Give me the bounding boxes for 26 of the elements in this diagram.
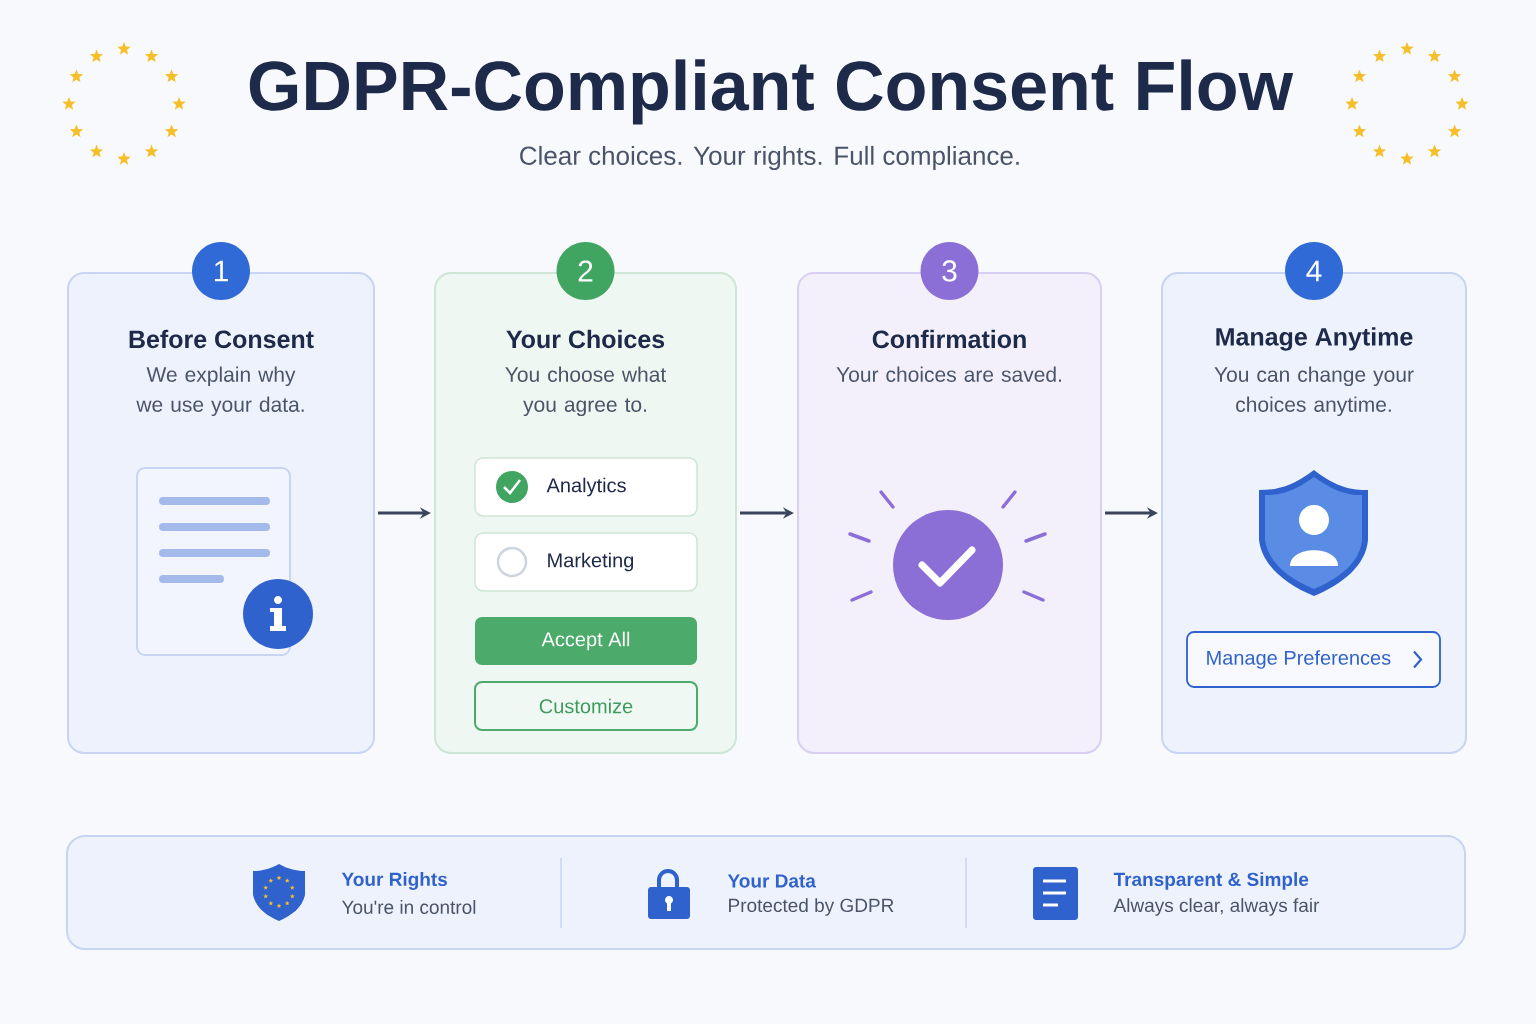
consent-option: Analytics: [474, 457, 698, 517]
step-number: 3: [920, 242, 979, 300]
subtitle: Clear choices. Your rights. Full compliance.: [520, 145, 1019, 171]
step-number: 4: [1285, 242, 1343, 300]
step-description: We explain why we use your data.: [136, 366, 304, 417]
manage-preferences-button: Manage Preferences: [1186, 631, 1441, 688]
feature-title: Your Data: [727, 874, 816, 888]
feature-description: You're in control: [341, 900, 476, 914]
step-description: Your choices are saved.: [836, 366, 1061, 382]
step-card: [797, 242, 1102, 754]
feature-title: Your Rights: [341, 872, 447, 890]
accept-button: Accept All: [475, 617, 697, 665]
step-title: Manage Anytime: [1216, 327, 1413, 351]
step-description: You choose what you agree to.: [505, 366, 667, 417]
step-title: Confirmation: [872, 329, 1026, 349]
feature-title: Transparent & Simple: [1113, 872, 1309, 890]
step-title: Your Choices: [506, 329, 665, 349]
consent-option: Marketing: [474, 532, 698, 592]
title: GDPR-Compliant Consent Flow: [249, 59, 1294, 125]
feature-description: Always clear, always fair: [1113, 898, 1320, 916]
step-number: 1: [192, 242, 250, 300]
step-description: You can change your choices anytime.: [1214, 366, 1414, 417]
step-number: 2: [556, 242, 615, 300]
feature-description: Protected by GDPR: [729, 898, 894, 916]
customize-button: Customize: [474, 681, 698, 731]
step-title: Before Consent: [129, 329, 314, 349]
